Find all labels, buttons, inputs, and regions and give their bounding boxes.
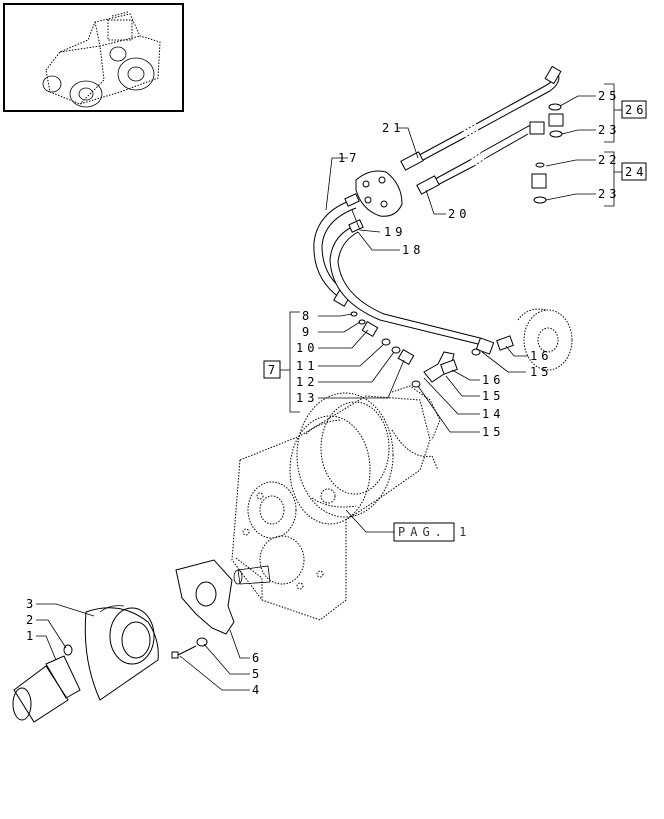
- callout-11: 11: [296, 359, 318, 373]
- callout-4: 4: [252, 683, 263, 697]
- callout-24: 24: [625, 165, 647, 179]
- bracket-plate: [175, 559, 235, 635]
- callout-8: 8: [302, 309, 313, 323]
- group-box-24: [621, 162, 647, 181]
- washer-5: [196, 637, 208, 647]
- callout-12: 12: [296, 375, 318, 389]
- callout-15-mid: 15: [482, 389, 504, 403]
- callout-3: 3: [26, 597, 37, 611]
- callout-15-right: 15: [530, 365, 552, 379]
- callout-23-lower: 23: [598, 187, 620, 201]
- callout-23-upper: 23: [598, 123, 620, 137]
- callout-25: 25: [598, 89, 620, 103]
- sleeve: [12, 655, 81, 723]
- callout-22: 22: [598, 153, 620, 167]
- hose-18: [329, 219, 495, 355]
- callout-19: 19: [384, 225, 406, 239]
- callout-16-mid: 16: [482, 373, 504, 387]
- fitting-group-24: [531, 162, 547, 204]
- cone-cover: [84, 605, 159, 701]
- callout-18: 18: [402, 243, 424, 257]
- callout-10: 10: [296, 341, 318, 355]
- tractor-icon: [45, 11, 161, 105]
- callout-2: 2: [26, 613, 37, 627]
- page-reference-link[interactable]: PAG. 1: [398, 525, 471, 539]
- callout-15-lower: 15: [482, 425, 504, 439]
- elbow-fittings: [411, 335, 514, 388]
- leader-lines: [36, 83, 622, 691]
- hose-upper-20: [416, 121, 545, 195]
- callout-5: 5: [252, 667, 263, 681]
- washer-2: [63, 644, 73, 656]
- callout-16-right: 16: [530, 349, 552, 363]
- group-box-26: [621, 100, 647, 119]
- hose-upper-21: [400, 65, 562, 171]
- tractor-thumbnail: [3, 3, 184, 112]
- right-flange: [517, 308, 573, 371]
- callout-20: 20: [448, 207, 470, 221]
- callout-14: 14: [482, 407, 504, 421]
- flange-plate: [355, 170, 403, 217]
- callout-6: 6: [252, 651, 263, 665]
- callout-7: 7: [268, 363, 279, 377]
- callout-1: 1: [26, 629, 37, 643]
- bolt-4: [171, 645, 197, 659]
- callout-26: 26: [625, 103, 647, 117]
- output-shaft: [233, 565, 271, 585]
- gearbox-housing: [231, 385, 441, 621]
- callout-21: 21: [382, 121, 404, 135]
- callout-17: 17: [338, 151, 360, 165]
- callout-13: 13: [296, 391, 318, 405]
- fitting-group-26: [548, 103, 564, 138]
- callout-labels: 21 17 20 19 18 25 23 22 23 26 24 8 9 10 …: [26, 89, 647, 697]
- group-box-7: [263, 360, 281, 379]
- callout-9: 9: [302, 325, 313, 339]
- page-reference-box[interactable]: [393, 522, 455, 542]
